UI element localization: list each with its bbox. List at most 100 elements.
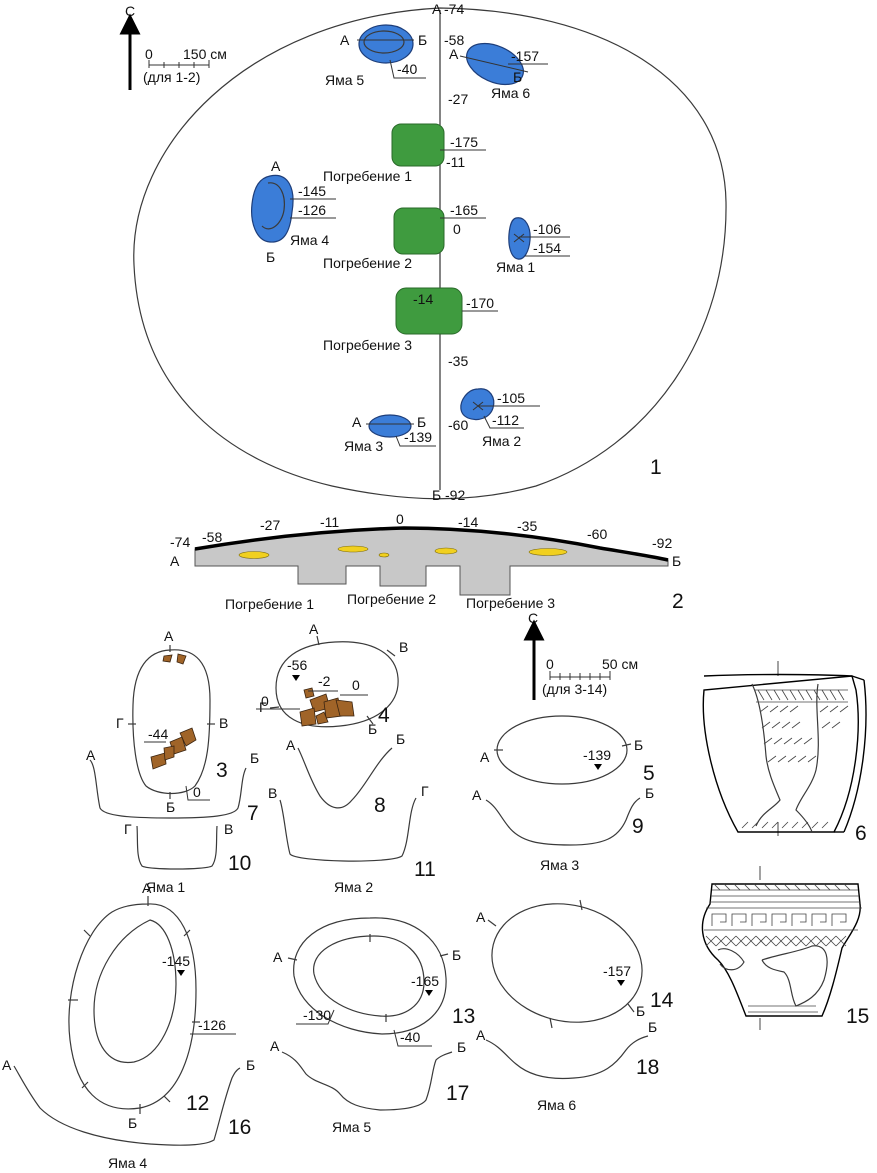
pit2-section-g: Г [421,783,429,799]
pit2-end-g: Г [259,699,267,715]
vessel-6: 6 [702,661,867,845]
pit4-depth-b: -126 [198,1017,226,1033]
lens-5 [528,548,568,556]
depth-marker-icon [617,980,625,986]
profile-burial1-label: Погребение 1 [225,596,314,612]
pit-2-detail: А В Г Б -56 -2 0 0 4 А Б 8 В Г 11 Яма 2 [256,621,436,895]
pit2-section-v: В [268,785,277,801]
pit4-label: Яма 4 [290,232,329,248]
figure-number: 17 [446,1082,469,1105]
pit5-depth-b: -130 [303,1007,331,1023]
section-end-b: Б [432,487,441,503]
section-end-a: А [432,1,442,17]
pit4-depth-a: -145 [298,183,326,199]
figure-number: 4 [378,704,390,727]
pit1-section-b: Б [250,750,259,766]
pit3-end-a: А [480,749,490,765]
vessel6-pattern [741,689,849,829]
profile-depth-3: -11 [320,514,339,530]
pit5-end-b: Б [452,947,461,963]
profile-burial3-label: Погребение 3 [466,595,555,611]
burial3-depth-inner: -14 [413,291,433,307]
pit6-end-b: Б [636,1003,645,1019]
pit4-section-b: Б [246,1057,255,1073]
profile-depth-5: -14 [458,514,478,530]
pit6-section-b: Б [648,1019,657,1035]
figure-number: 10 [228,852,251,875]
pit1-depth-b: -154 [533,240,561,256]
compass-2: С 0 50 см (для 3-14) [523,610,638,700]
figure-number: 3 [216,759,228,782]
burial2-depth: -165 [450,202,478,218]
figure-number: 18 [636,1056,659,1079]
burial1-label: Погребение 1 [323,168,412,184]
depth-marker-icon [425,990,433,996]
plan-pit-3: А Б -139 Яма 3 [344,414,436,454]
scale1-note: (для 1-2) [143,69,200,85]
pit2-label: Яма 2 [482,433,521,449]
pit1-section-g: Г [124,821,132,837]
lens-2 [337,545,369,553]
depth-marker-icon [594,764,602,770]
pit3-section [485,797,641,846]
figure-number: 12 [186,1092,209,1115]
pit2-plan [275,641,399,728]
depth-27: -27 [448,91,468,107]
scale2-value: 50 см [602,656,638,672]
pit5-section [281,1051,453,1111]
lens-4 [434,547,458,555]
plan-pit-5: А Б -40 Яма 5 [325,24,427,88]
pit2-section-b: Б [396,731,405,747]
pit6-end-a: А [449,46,459,62]
depth-marker-icon [292,675,300,681]
plan-figure-1: С 0 150 см (для 1-2) А -74 -58 -27 -11 0… [119,1,727,503]
pit2-end-b: Б [368,721,377,737]
pit4-section-a: А [2,1057,12,1073]
pit4-depth-a: -145 [162,953,190,969]
pit6-section-a: А [476,1027,486,1043]
plan-burial-2: -165 Погребение 2 [323,202,486,271]
pit3-label: Яма 3 [344,438,383,454]
compass2-label: С [528,610,538,626]
pit-3-detail: А Б -139 5 А Б 9 Яма 3 [472,715,655,873]
scale1-zero: 0 [145,46,153,62]
figure-number: 16 [228,1116,251,1139]
pit5-section-b: Б [457,1039,466,1055]
pit1-depth-a: -106 [533,221,561,237]
pit5-depth-c: -40 [400,1029,420,1045]
profile-surface [194,526,669,562]
pit5-end-a: А [340,32,350,48]
figure-number: 15 [846,1005,869,1028]
profile-end-a: А [170,553,180,569]
pit3-section-a: А [472,787,482,803]
profile-figure-2: -74 -58 -27 -11 0 -14 -35 -60 -92 А Б По… [170,511,684,613]
scale1-value: 150 см [183,46,227,62]
pit5-label: Яма 5 [325,72,364,88]
pit2-depth-b: -2 [318,673,331,689]
pit6-label: Яма 6 [491,85,530,101]
scale-bar-1: 0 150 см (для 1-2) [143,46,227,85]
pit2-depth-d: 0 [261,693,269,709]
pit1-end-g: Г [116,715,124,731]
pit1-end-b: Б [166,799,175,815]
profile-depth-6: -35 [517,518,537,534]
scale2-note: (для 3-14) [542,681,607,697]
vessel15-pattern [704,883,862,1013]
pit6-depth: -157 [511,48,539,64]
pit5-end-a: А [273,949,283,965]
plan-pit-1: -106 -154 Яма 1 [496,217,570,275]
pit5-inner [313,935,425,1017]
profile-burial2-label: Погребение 2 [347,591,436,607]
profile-depth-1: -58 [202,529,222,545]
pit2-end-v: В [399,639,408,655]
pit4-end-b: Б [128,1115,137,1131]
burial1-depth: -175 [450,134,478,150]
depth-bottom: -92 [445,487,465,503]
pit2-end-a: А [309,621,319,637]
figure-number: 11 [414,858,436,881]
depth-11: -11 [446,154,465,170]
pit2-section-vg [279,797,417,862]
burial3-label: Погребение 3 [323,337,412,353]
pit1-end-a: А [164,628,174,644]
